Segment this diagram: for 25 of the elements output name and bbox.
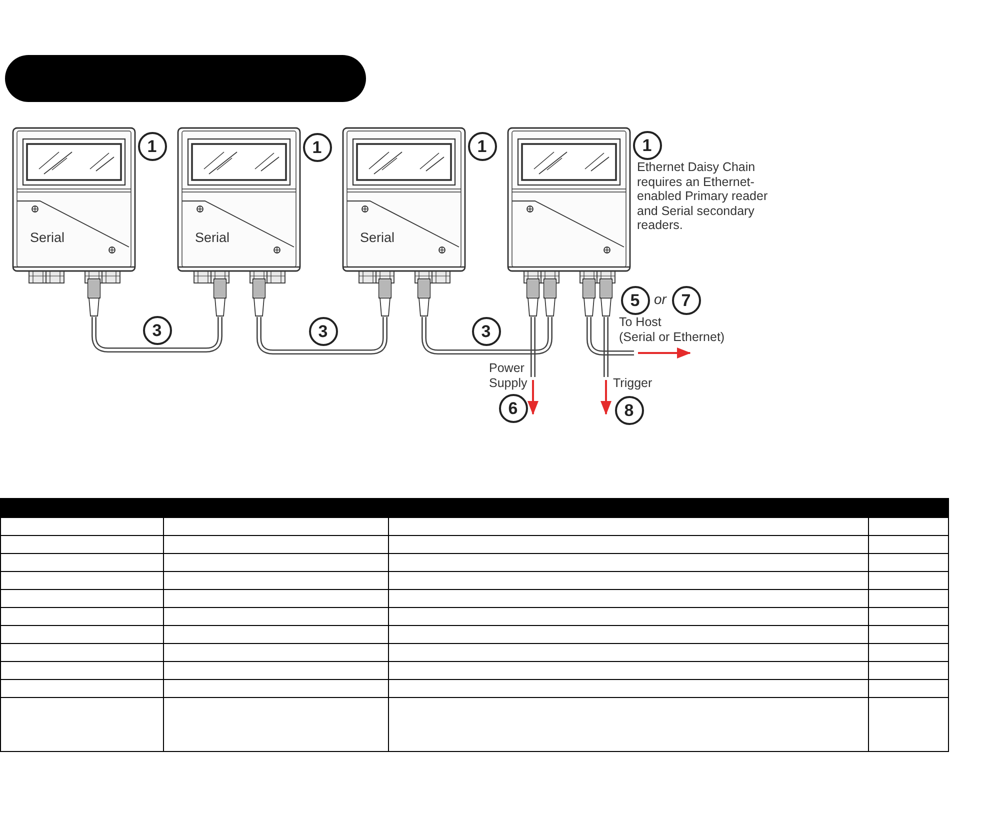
device-label: Serial	[195, 230, 230, 245]
edge-label: To Host (Serial or Ethernet)	[619, 315, 726, 345]
device-label: Serial	[360, 230, 395, 245]
cable	[92, 317, 222, 352]
callout-number: 5	[620, 286, 650, 314]
conjunction-text: or	[654, 292, 666, 307]
callout-number: 7	[672, 286, 700, 314]
callout-number: 8	[614, 396, 644, 424]
callout-number: 3	[472, 316, 500, 346]
cable	[586, 317, 634, 356]
callout-number: 1	[468, 132, 496, 160]
cable	[530, 317, 536, 377]
callout-number: 1	[632, 130, 662, 160]
cable	[256, 317, 388, 354]
cable	[604, 317, 608, 377]
note-text: Ethernet Daisy Chain requires an Ethernet-enabled Primary reader and Serial secondary readers.	[637, 160, 769, 233]
callout-number: 1	[302, 132, 332, 162]
device-label: Serial	[30, 230, 65, 245]
cable	[422, 317, 552, 354]
edge-label: Power Supply	[489, 361, 528, 391]
edge-label: Trigger	[613, 376, 654, 391]
callout-number: 6	[498, 394, 528, 422]
callout-number: 1	[138, 132, 166, 160]
callout-number: 3	[308, 316, 338, 346]
callout-number: 3	[142, 316, 172, 344]
